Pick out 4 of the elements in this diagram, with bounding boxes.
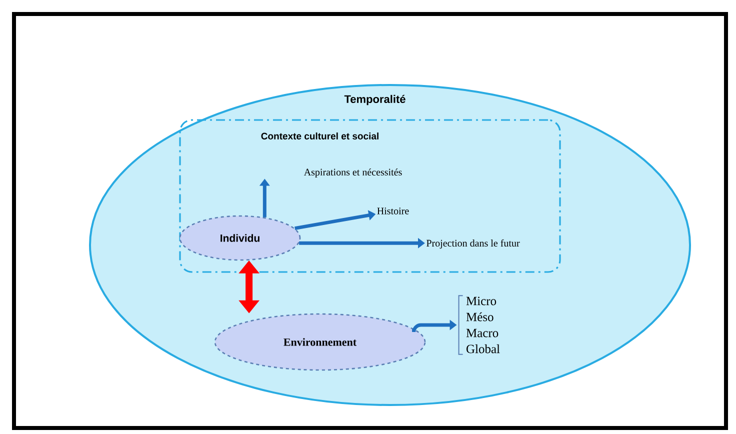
- text-label: Aspirations et nécessités: [304, 168, 402, 178]
- text-label: Histoire: [377, 208, 409, 214]
- scale-list: Micro Méso Macro Global: [466, 296, 500, 354]
- text-label: Projection dans le futur: [426, 239, 520, 249]
